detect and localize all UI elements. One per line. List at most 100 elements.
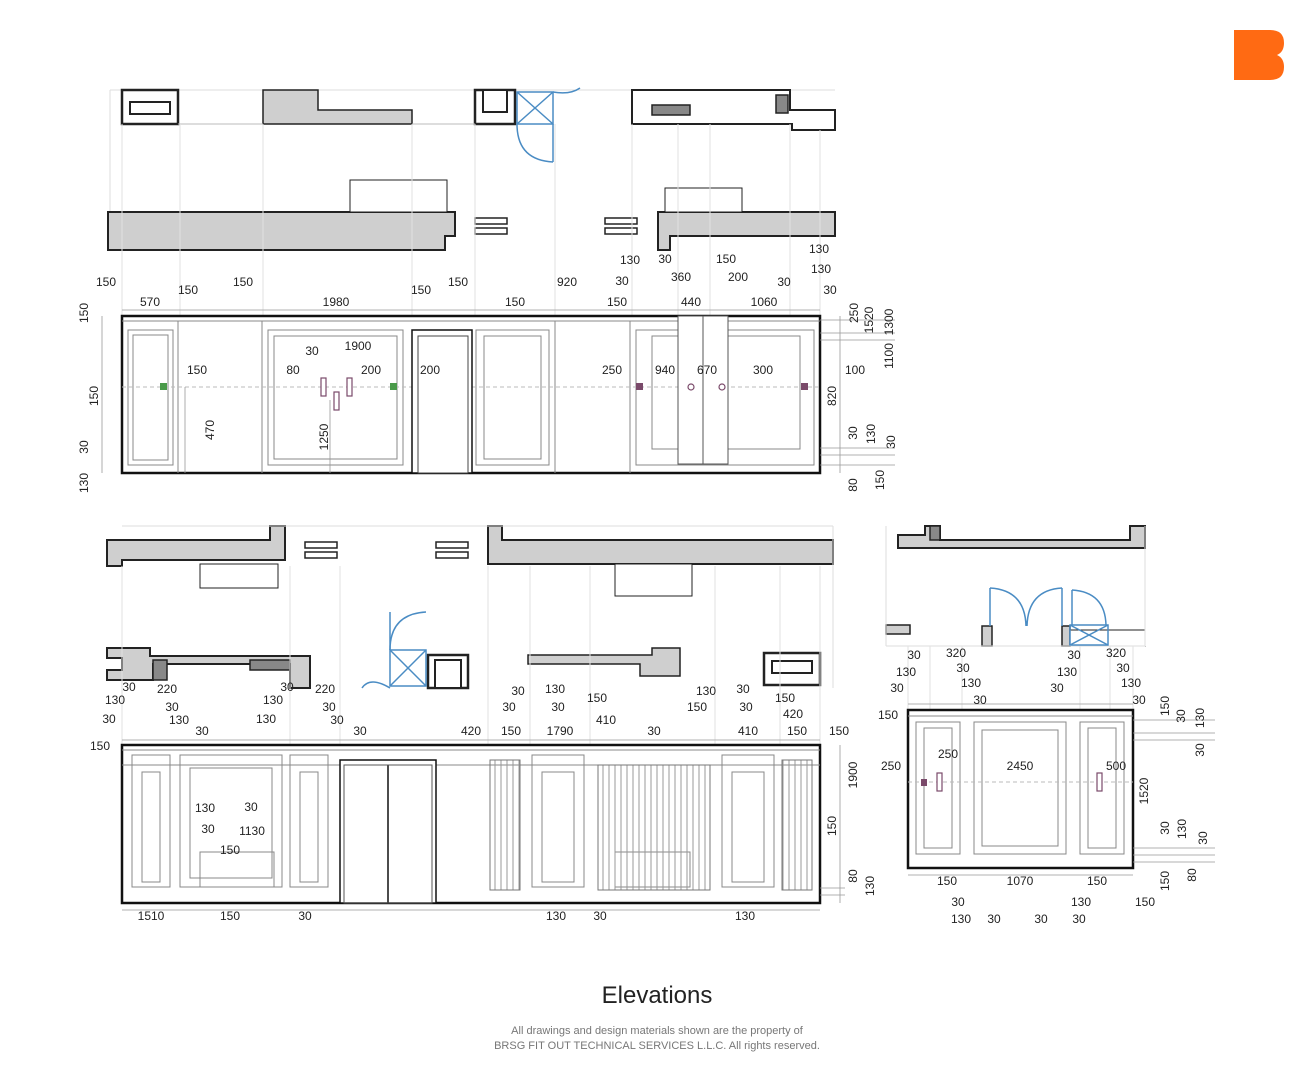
dimension-label: 30 xyxy=(956,661,970,675)
copyright-line-2: BRSG FIT OUT TECHNICAL SERVICES L.L.C. A… xyxy=(494,1040,820,1052)
dimension-label: 30 xyxy=(1072,912,1086,926)
dimension-label: 250 xyxy=(881,759,901,773)
dimension-label: 30 xyxy=(987,912,1001,926)
copyright-line-1: All drawings and design materials shown … xyxy=(511,1025,803,1037)
dimension-label: 130 xyxy=(263,693,283,707)
dimension-label: 30 xyxy=(511,684,525,698)
dimension-label: 30 xyxy=(1116,661,1130,675)
dimension-label: 410 xyxy=(738,724,758,738)
dimension-label: 1510 xyxy=(138,909,165,923)
dimension-label: 300 xyxy=(753,363,773,377)
dimension-label: 150 xyxy=(607,295,627,309)
dimension-label: 30 xyxy=(777,275,791,289)
dimension-label: 80 xyxy=(1185,868,1199,882)
dimension-label: 150 xyxy=(90,739,110,753)
dimension-label: 1070 xyxy=(1007,874,1034,888)
dimension-label: 150 xyxy=(1087,874,1107,888)
dimension-label: 420 xyxy=(783,707,803,721)
dimension-label: 670 xyxy=(697,363,717,377)
dimension-label: 150 xyxy=(501,724,521,738)
dimension-label: 130 xyxy=(864,424,878,444)
dimension-label: 130 xyxy=(896,665,916,679)
dimension-label: 30 xyxy=(322,700,336,714)
dimension-label: 30 xyxy=(77,440,91,454)
dimension-label: 150 xyxy=(87,386,101,406)
dimension-label: 150 xyxy=(787,724,807,738)
brand-logo-icon[interactable] xyxy=(1234,30,1284,80)
dimension-label: 410 xyxy=(596,713,616,727)
dimension-label: 130 xyxy=(546,909,566,923)
dimension-label: 150 xyxy=(77,303,91,323)
dimension-label: 130 xyxy=(811,262,831,276)
dimension-label: 130 xyxy=(809,242,829,256)
dimension-label: 30 xyxy=(615,274,629,288)
dimension-label: 30 xyxy=(647,724,661,738)
dimension-label: 150 xyxy=(505,295,525,309)
dimension-label: 30 xyxy=(122,680,136,694)
dimension-label: 150 xyxy=(873,470,887,490)
dimension-label: 30 xyxy=(305,344,319,358)
plan-section-b xyxy=(106,525,834,690)
door-swing-icon xyxy=(989,587,1109,646)
dimension-label: 570 xyxy=(140,295,160,309)
dimension-label: 30 xyxy=(1174,709,1188,723)
copyright-notice: All drawings and design materials shown … xyxy=(0,1024,1314,1054)
dimension-label: 940 xyxy=(655,363,675,377)
dimension-label: 150 xyxy=(825,816,839,836)
dimension-label: 130 xyxy=(1121,676,1141,690)
dimension-label: 320 xyxy=(946,646,966,660)
dimension-label: 2450 xyxy=(1007,759,1034,773)
dimension-label: 130 xyxy=(863,876,877,896)
dimension-label: 1900 xyxy=(846,761,860,788)
dimension-label: 80 xyxy=(846,478,860,492)
dimension-label: 30 xyxy=(102,712,116,726)
dimension-label: 250 xyxy=(847,303,861,323)
dimension-label: 130 xyxy=(169,713,189,727)
page-title: Elevations xyxy=(601,982,713,1009)
dimension-label: 30 xyxy=(846,426,860,440)
dimension-label: 30 xyxy=(1132,693,1146,707)
socket-icon xyxy=(636,383,643,390)
dimension-label: 1900 xyxy=(345,339,372,353)
dimension-label: 150 xyxy=(96,275,116,289)
dimension-label: 200 xyxy=(728,270,748,284)
dimension-label: 30 xyxy=(739,700,753,714)
dimension-label: 1520 xyxy=(862,306,876,333)
dimension-label: 30 xyxy=(658,252,672,266)
dimension-label: 150 xyxy=(1135,895,1155,909)
dimension-label: 220 xyxy=(315,682,335,696)
dimension-label: 130 xyxy=(195,801,215,815)
dimension-label: 30 xyxy=(201,822,215,836)
dimension-label: 30 xyxy=(280,680,294,694)
dimension-label: 80 xyxy=(846,869,860,883)
dimension-label: 30 xyxy=(736,682,750,696)
dimension-label: 500 xyxy=(1106,759,1126,773)
dimension-label: 30 xyxy=(823,283,837,297)
elevation-b xyxy=(120,739,845,911)
socket-icon xyxy=(921,779,927,786)
dimension-label: 130 xyxy=(256,712,276,726)
elevation-a xyxy=(101,309,895,475)
dimension-label: 30 xyxy=(973,693,987,707)
dimension-label: 440 xyxy=(681,295,701,309)
dimension-label: 250 xyxy=(938,747,958,761)
door-swing-icon xyxy=(361,611,427,689)
dimension-label: 30 xyxy=(330,713,344,727)
faucet-icon xyxy=(936,772,1103,792)
faucet-icon xyxy=(320,377,726,411)
dimension-label: 130 xyxy=(1057,665,1077,679)
dimension-label: 130 xyxy=(696,684,716,698)
dimension-label: 30 xyxy=(951,895,965,909)
dimension-label: 130 xyxy=(1071,895,1091,909)
dimension-label: 30 xyxy=(1034,912,1048,926)
dimension-label: 30 xyxy=(195,724,209,738)
dimension-label: 150 xyxy=(411,283,431,297)
dimension-label: 150 xyxy=(220,843,240,857)
dimension-label: 220 xyxy=(157,682,177,696)
socket-icon xyxy=(390,383,397,390)
dimension-label: 150 xyxy=(220,909,240,923)
dimension-label: 130 xyxy=(620,253,640,267)
dimension-label: 150 xyxy=(937,874,957,888)
dimension-label: 1520 xyxy=(1137,777,1151,804)
